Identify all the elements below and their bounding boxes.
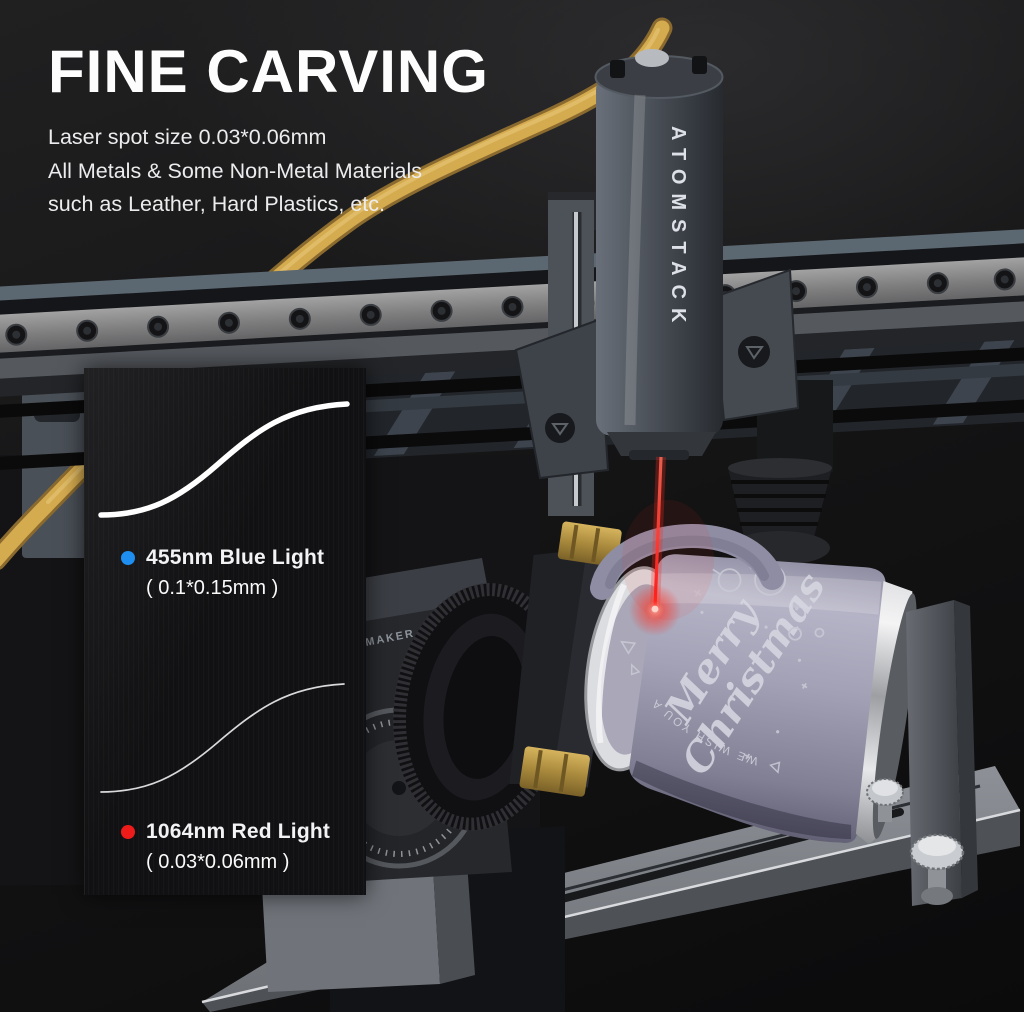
- red-light-label: 1064nm Red Light: [146, 820, 331, 843]
- blue-light-spot-size: ( 0.1*0.15mm ): [146, 577, 279, 599]
- description-line-2: All Metals & Some Non-Metal Materials: [48, 158, 422, 183]
- tail-support-bracket: [866, 600, 978, 906]
- chuck-jaw-brass-bottom: [519, 746, 590, 797]
- spec-panel: 455nm Blue Light ( 0.1*0.15mm ) 1064nm R…: [84, 368, 366, 895]
- chuck-jaw-brass-top: [557, 521, 622, 567]
- module-brand-text: ATOMSTACK: [667, 126, 689, 331]
- thumbscrew-small: [866, 778, 904, 822]
- blue-dot-icon: [121, 551, 135, 565]
- module-body: [596, 74, 723, 436]
- headline-block: FINE CARVING Laser spot size 0.03*0.06mm…: [48, 40, 489, 222]
- carriage-bracket-left: [514, 318, 610, 480]
- red-light-spot-size: ( 0.03*0.06mm ): [146, 851, 290, 873]
- rotary-chuck-and-tumbler: WE WISH YOU A Merry Christmas: [392, 521, 917, 844]
- red-dot-icon: [121, 825, 135, 839]
- engraving-tree-icon: [620, 640, 637, 655]
- engraving-dots: [700, 607, 802, 734]
- description-line-3: such as Leather, Hard Plastics, etc.: [48, 192, 385, 216]
- laser-beam: [622, 456, 714, 636]
- laser-module: ATOMSTACK: [514, 49, 800, 480]
- blue-light-label: 455nm Blue Light: [146, 546, 325, 569]
- tumbler-bottom-rim: [855, 581, 917, 844]
- legend-blue-light: 455nm Blue Light ( 0.1*0.15mm ): [121, 546, 324, 600]
- headline-description: Laser spot size 0.03*0.06mm All Metals &…: [48, 121, 489, 222]
- legend-red-light: 1064nm Red Light ( 0.03*0.06mm ): [121, 820, 330, 874]
- cable-collar: [635, 49, 669, 67]
- spot-size-curves: [98, 401, 350, 793]
- thumbscrew-large: [909, 833, 965, 905]
- tumbler-body: [629, 554, 886, 843]
- engraving-ornaments: [693, 563, 825, 760]
- red-light-curve: [100, 683, 345, 793]
- gantry-rail: [0, 227, 1024, 398]
- page-title: FINE CARVING: [48, 38, 489, 105]
- blue-light-curve: [98, 401, 350, 518]
- description-line-1: Laser spot size 0.03*0.06mm: [48, 125, 327, 149]
